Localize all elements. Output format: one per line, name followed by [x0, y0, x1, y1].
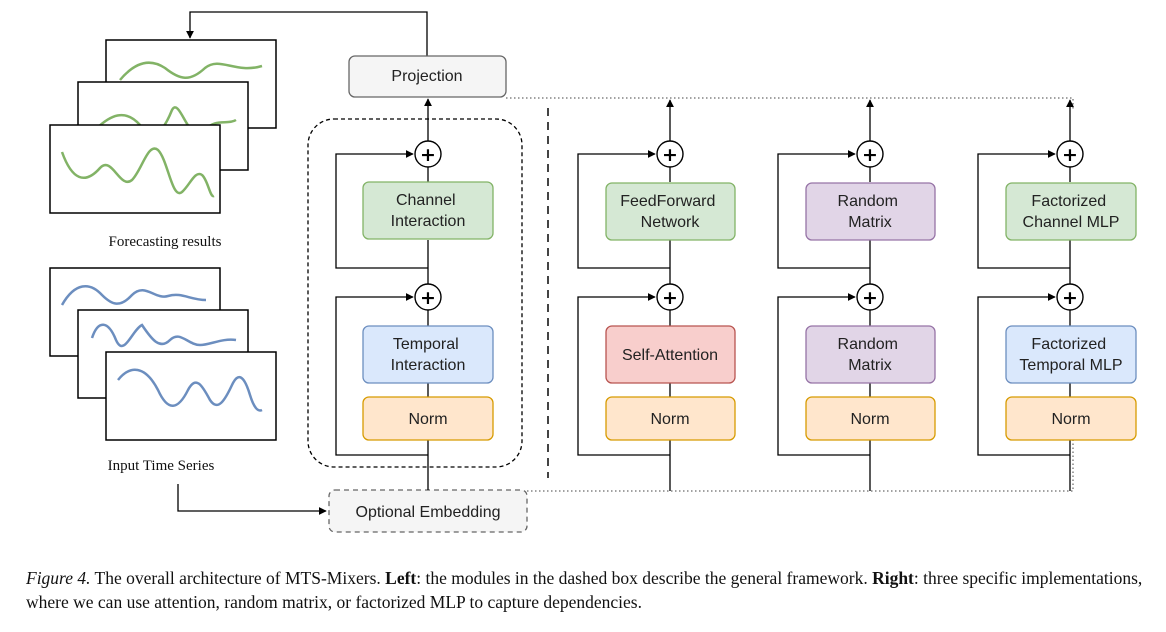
caption-right-bold: Right [872, 568, 914, 588]
factorized-norm-label: Norm [1051, 411, 1090, 428]
channel-interaction-line1: Channel [396, 192, 456, 209]
optional-embedding-block: Optional Embedding [328, 489, 528, 533]
temporal-interaction-line2: Interaction [391, 357, 466, 374]
forecast-wave-front [60, 147, 215, 198]
projection-to-forecast-arrow [186, 11, 428, 56]
attention-add-top-symbol: + [662, 144, 678, 166]
random-norm-box [805, 396, 936, 441]
svg-text:Temporal Interaction: Temporal Interaction [391, 336, 466, 374]
general-add-top-symbol: + [420, 144, 436, 166]
random-norm-label: Norm [850, 411, 889, 428]
general-add-bottom-symbol: + [420, 287, 436, 309]
general-add-bottom-icon [414, 283, 442, 311]
general-norm-label: Norm [408, 411, 447, 428]
forecast-card-front [49, 124, 221, 214]
random-add-top-symbol: + [862, 144, 878, 166]
channel-interaction-line2: Interaction [391, 213, 466, 230]
general-framework-box [307, 118, 523, 468]
input-time-series-label: Input Time Series [108, 458, 215, 474]
attention-norm-box [605, 396, 736, 441]
feedforward-line1: FeedForward [620, 193, 715, 210]
svg-text:Random Matrix: Random Matrix [838, 193, 903, 231]
random-bottom-line2: Matrix [848, 357, 892, 374]
feedforward-line2: Network [641, 214, 701, 231]
input-to-embedding-arrow [177, 484, 327, 515]
temporal-interaction-box [362, 325, 494, 384]
svg-text:Random Matrix: Random Matrix [838, 336, 903, 374]
factorized-add-bottom-symbol: + [1062, 287, 1078, 309]
impl-factorized-column: Norm Factorized Temporal MLP Factorized … [977, 99, 1137, 491]
attention-add-bottom-icon [656, 283, 684, 311]
random-matrix-bottom-box [805, 325, 936, 384]
attention-norm-label: Norm [650, 411, 689, 428]
embedding-dotted-link [527, 440, 1074, 492]
input-wave-front [117, 368, 263, 412]
projection-dotted-link [506, 97, 1074, 110]
attention-add-bottom-symbol: + [662, 287, 678, 309]
caption-left-bold: Left [385, 568, 417, 588]
forecast-wave-back [119, 61, 263, 81]
factorized-temporal-line1: Factorized [1031, 336, 1106, 353]
factorized-temporal-line2: Temporal MLP [1019, 357, 1122, 374]
forecasting-results-stack: Forecasting results [49, 39, 277, 250]
attention-add-top-icon [656, 140, 684, 168]
factorized-channel-line2: Channel MLP [1023, 214, 1120, 231]
random-top-line2: Matrix [848, 214, 892, 231]
general-norm-box [362, 396, 494, 441]
feedforward-network-box [605, 182, 736, 241]
channel-interaction-box [362, 181, 494, 240]
factorized-add-top-icon [1056, 140, 1084, 168]
random-bottom-line1: Random [838, 336, 898, 353]
factorized-channel-line1: Factorized [1031, 193, 1106, 210]
optional-embedding-label: Optional Embedding [356, 504, 501, 521]
random-top-line1: Random [838, 193, 898, 210]
figure-caption: Figure 4. The overall architecture of MT… [26, 566, 1156, 614]
factorized-add-bottom-icon [1056, 283, 1084, 311]
caption-text-3: : three specific implementations, where … [26, 568, 1143, 612]
temporal-interaction-line1: Temporal [393, 336, 459, 353]
general-framework-column: Norm Temporal Interaction Channel Intera… [335, 98, 494, 490]
random-matrix-top-box [805, 182, 936, 241]
factorized-norm-box [1005, 396, 1137, 441]
random-add-bottom-symbol: + [862, 287, 878, 309]
input-wave-back [60, 285, 207, 306]
self-attention-label: Self-Attention [622, 347, 718, 364]
factorized-channel-box [1005, 182, 1137, 241]
general-add-top-icon [414, 140, 442, 168]
self-attention-box [605, 325, 736, 384]
impl-attention-column: Norm Self-Attention FeedForward Network … [577, 99, 736, 491]
projection-block: Projection [348, 55, 507, 98]
forecasting-results-label: Forecasting results [109, 234, 222, 250]
svg-text:Factorized Temporal MLP: Factorized Temporal MLP [1019, 336, 1122, 374]
svg-text:FeedForward Network: FeedForward Network [620, 193, 720, 231]
factorized-temporal-box [1005, 325, 1137, 384]
random-add-top-icon [856, 140, 884, 168]
projection-label: Projection [391, 68, 462, 85]
svg-text:Factorized Channel MLP: Factorized Channel MLP [1023, 193, 1120, 231]
caption-figure-number: Figure 4. [26, 568, 91, 588]
impl-random-matrix-column: Norm Random Matrix Random Matrix + + [777, 99, 936, 491]
architecture-diagram: Forecasting results Input Time Series Pr… [49, 11, 1137, 533]
caption-text-2: : the modules in the dashed box describe… [416, 568, 873, 588]
forecast-wave-middle [94, 106, 237, 136]
caption-text-1: The overall architecture of MTS-Mixers. [90, 568, 386, 588]
input-wave-middle [90, 323, 237, 348]
input-card-front [105, 351, 277, 441]
input-series-stack: Input Time Series [49, 267, 277, 474]
random-add-bottom-icon [856, 283, 884, 311]
svg-text:Channel Interaction: Channel Interaction [391, 192, 466, 230]
factorized-add-top-symbol: + [1062, 144, 1078, 166]
